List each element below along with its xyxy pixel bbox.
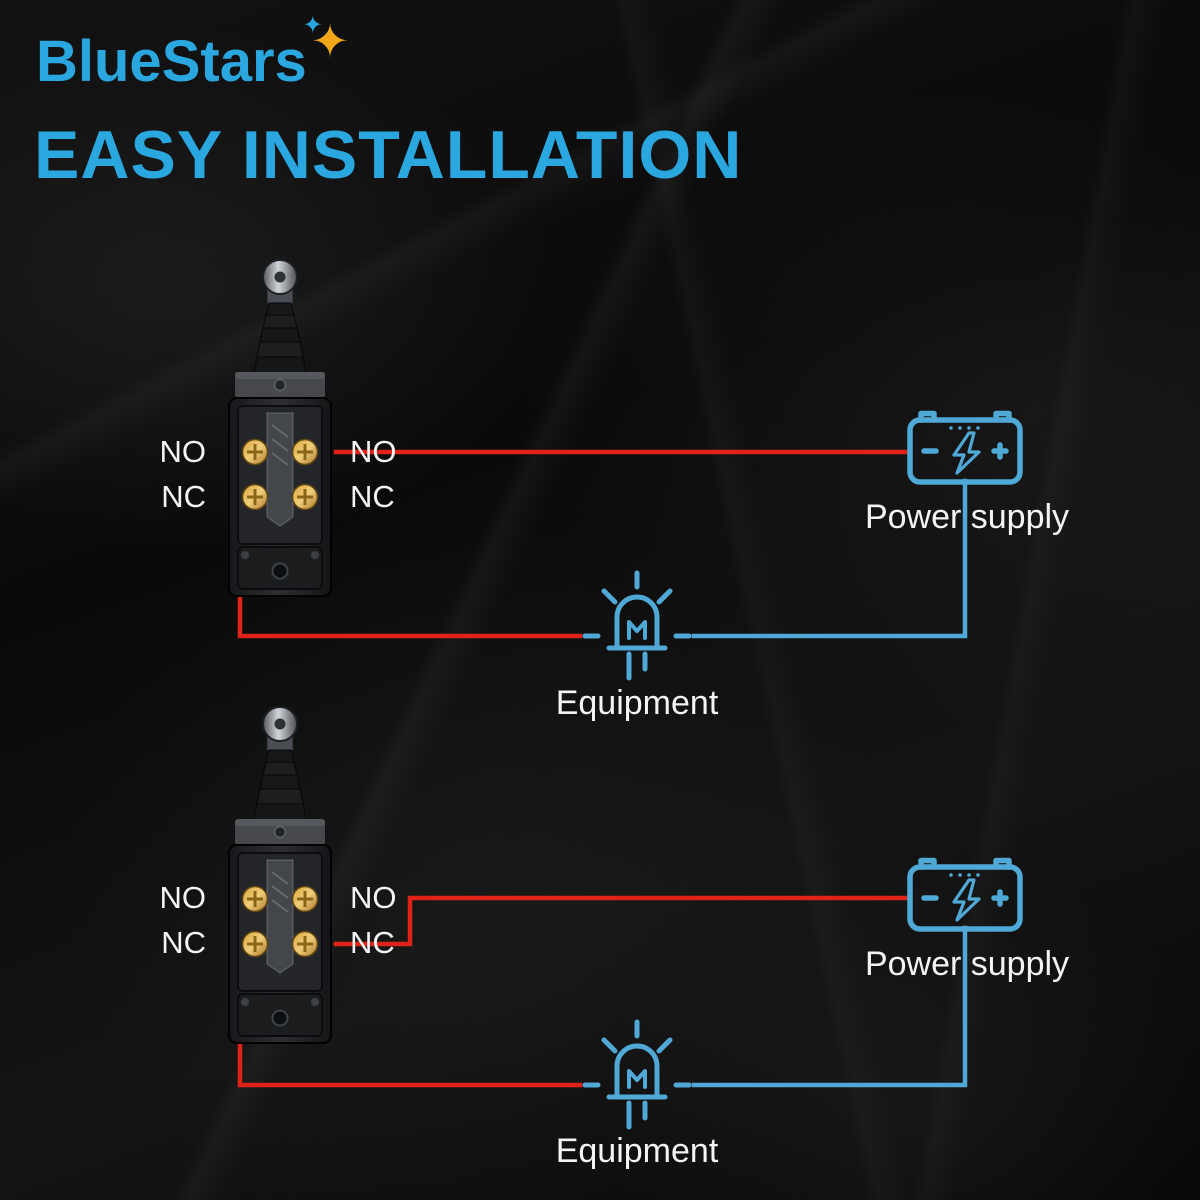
no-label-left-2: NO <box>159 880 207 915</box>
battery-icon-2 <box>905 852 1025 934</box>
led-icon-2 <box>577 1019 697 1149</box>
nc-label-right-2: NC <box>350 925 395 960</box>
no-label-left-1: NO <box>159 434 207 469</box>
power-supply-label-1: Power supply <box>864 498 1070 536</box>
limit-switch-photo-2 <box>227 705 333 1045</box>
led-icon-1 <box>577 570 697 700</box>
battery-icon-1 <box>905 405 1025 487</box>
wire-nc-to-power-2 <box>333 895 911 947</box>
equipment-label-1: Equipment <box>555 684 719 722</box>
limit-switch-photo-1 <box>227 258 333 598</box>
power-supply-label-2: Power supply <box>864 945 1070 983</box>
no-label-right-1: NO <box>350 434 397 469</box>
nc-label-left-2: NC <box>161 925 206 960</box>
no-label-right-2: NO <box>350 880 397 915</box>
nc-label-right-1: NC <box>350 479 395 514</box>
nc-label-left-1: NC <box>161 479 206 514</box>
equipment-label-2: Equipment <box>555 1132 719 1170</box>
